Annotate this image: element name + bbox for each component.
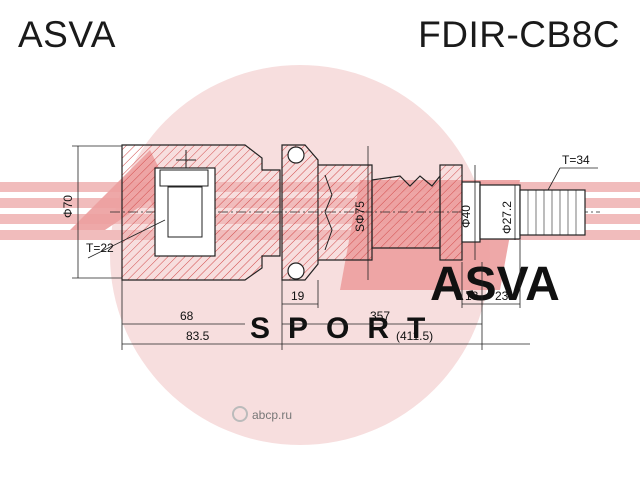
watermark-asva-text: ASVA — [430, 258, 560, 311]
part-number: FDIR-CB8C — [418, 14, 620, 55]
dim-sphere-diameter: SΦ75 — [353, 201, 367, 232]
dim-teeth-inner: T=22 — [86, 241, 114, 255]
tripod-head — [159, 169, 209, 187]
dim-length-68: 68 — [180, 309, 194, 323]
spline-end — [519, 189, 586, 236]
drive-shaft — [371, 164, 586, 261]
dim-teeth-outer: T=34 — [562, 153, 590, 167]
dim-length-411-5: (411.5) — [396, 329, 433, 343]
dim-length-13: 13 — [465, 289, 479, 303]
dim-length-19: 19 — [291, 289, 305, 303]
inner-joint-housing — [121, 144, 281, 281]
brand-title: ASVA — [18, 14, 116, 55]
ball-top — [287, 146, 305, 164]
dim-length-357: 357 — [370, 309, 390, 323]
dim-shaft-diameter: Φ40 — [459, 205, 473, 228]
dimension-lines — [72, 145, 598, 350]
tripod-bearing — [167, 186, 203, 238]
ball-bottom — [287, 262, 305, 280]
abcp-site-text: abcp.ru — [252, 408, 292, 422]
abcp-logo: abcp.ru — [232, 406, 292, 422]
outer-joint — [281, 144, 373, 281]
dim-spline-diameter: Φ27.2 — [500, 201, 514, 234]
dim-length-83-5: 83.5 — [186, 329, 210, 343]
dim-outer-diameter: Φ70 — [61, 195, 75, 218]
dim-length-23: 23 — [495, 289, 509, 303]
watermark-sport-text: SPORT — [250, 312, 443, 345]
